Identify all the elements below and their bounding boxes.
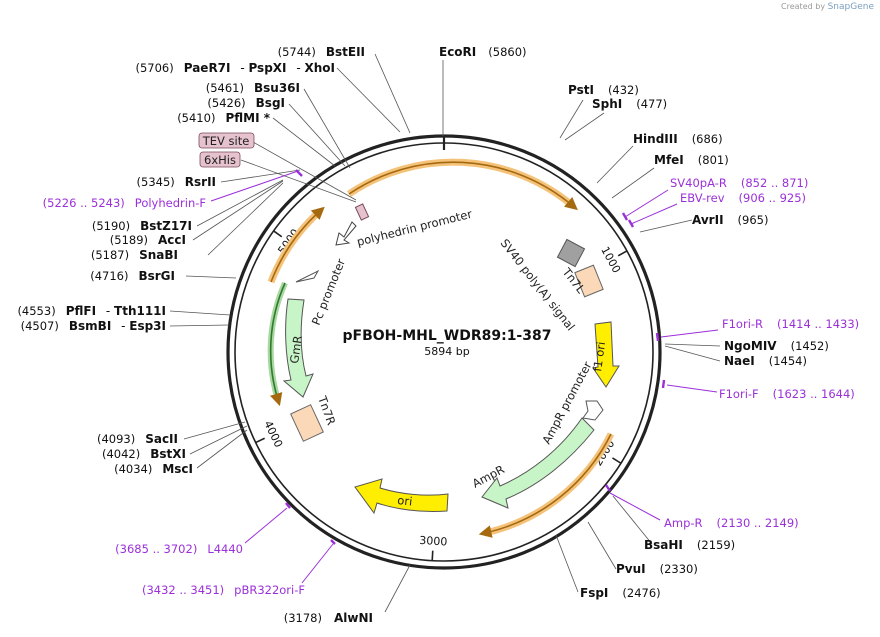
primer-sv40pa-r: SV40pA-R(852 .. 871): [670, 176, 808, 190]
primer-amp-r: Amp-R(2130 .. 2149): [664, 516, 799, 530]
tick-2000: [612, 457, 622, 464]
polyhedrin-promoter-label: polyhedrin promoter: [355, 207, 473, 249]
site-leader-lines: [169, 53, 721, 613]
site-avrii: AvrII(965): [692, 213, 768, 227]
ampr-promoter-arrow: [582, 400, 604, 421]
pc-promoter-marker: [295, 269, 320, 283]
tick-5000: [273, 230, 283, 238]
primer-f1ori-r: F1ori-R(1414 .. 1433): [722, 317, 859, 331]
tev-box-marker: [354, 203, 370, 221]
site-sacii: (4093)SacII: [97, 432, 178, 446]
primer-leader-lines: [210, 170, 719, 584]
gmr-label: GmR: [287, 335, 305, 365]
tick-3000: [431, 550, 434, 561]
site-bsmbi: (4507)BsmBI - Esp3I: [21, 319, 166, 333]
gmr-arrow: [282, 298, 314, 398]
site-bsu36i: (5461)Bsu36I: [206, 81, 300, 95]
primer-f1ori-f: F1ori-F(1623 .. 1644): [719, 387, 855, 401]
credit-prefix: Created by: [781, 2, 826, 11]
site-rsrii: (5345)RsrII: [137, 175, 216, 189]
site-naei: NaeI(1454): [724, 354, 807, 368]
plasmid-size: 5894 bp: [424, 345, 469, 358]
orf-gmr-line: [269, 282, 286, 407]
site-pflmi: (5410)PflMI *: [177, 111, 271, 125]
ampr-arrow: [481, 417, 595, 509]
site-bsteii: (5744)BstEII: [278, 45, 365, 59]
sv40-polya-box: [556, 238, 586, 268]
primer-l4440: (3685 .. 3702)L4440: [115, 542, 243, 556]
site-bsahi: BsaHI(2159): [644, 538, 735, 552]
snapgene-logo: SnapGene: [827, 2, 874, 12]
tn7l-box: [574, 264, 604, 298]
tick-1000: [617, 250, 628, 257]
site-mfei: MfeI(801): [654, 153, 729, 167]
f1-ori-arrow: [592, 321, 620, 388]
orf-bottom-right: [484, 432, 615, 537]
site-alwni: (3178)AlwNI: [284, 611, 373, 625]
site-hindiii: HindIII(686): [633, 132, 723, 146]
site-bstz17i: (5190)BstZ17I: [92, 219, 192, 233]
orf-left-line: [270, 206, 325, 283]
snapgene-credit: Created by SnapGene: [781, 2, 874, 12]
tev-site-label: TEV site: [202, 134, 250, 148]
tick-4000: [255, 437, 266, 444]
orf-bottom-right-line: [478, 433, 612, 538]
tick-label-1000: 1000: [598, 244, 623, 275]
site-pvui: PvuI(2330): [616, 562, 698, 576]
site-bstxi: (4042)BstXI: [102, 447, 186, 461]
polyhedrin-promoter-arrow: [335, 221, 357, 246]
tick-label-4000: 4000: [261, 419, 285, 450]
site-fspi: FspI(2476): [580, 586, 661, 600]
site-bsrgi: (4716)BsrGI: [90, 269, 175, 283]
tev-site-box: [198, 132, 255, 149]
ori-label: ori: [397, 493, 413, 508]
site-snabi: (5187)SnaBI: [91, 248, 178, 262]
primer-polyhedrin-f: (5226 .. 5243)Polyhedrin-F: [43, 196, 206, 210]
site-paer7i: (5706)PaeR7I - PspXI - XhoI: [135, 61, 335, 75]
primer-ebv-rev: EBV-rev(906 .. 925): [680, 191, 806, 205]
6xhis-box: [199, 151, 241, 168]
6xhis-label: 6xHis: [204, 153, 236, 167]
site-msci: (4034)MscI: [114, 462, 193, 476]
tn7r-box: [290, 404, 324, 442]
site-sphi: SphI(477): [592, 97, 667, 111]
site-ecori: EcoRI(5860): [439, 45, 527, 59]
orf-top-line: [348, 161, 578, 211]
plasmid-name: pFBOH-MHL_WDR89:1-387: [343, 328, 552, 344]
site-psti: PstI(432): [568, 83, 639, 97]
site-acci: (5189)AccI: [110, 233, 186, 247]
ori-arrow: [354, 478, 449, 515]
site-bsgi: (5426)BsgI: [207, 96, 285, 110]
pc-promoter-label: Pc promoter: [309, 256, 348, 327]
tick-label-3000: 3000: [419, 534, 448, 549]
site-ngomiv: NgoMIV(1452): [724, 339, 829, 353]
f1-ori-label: f1 ori: [590, 341, 608, 373]
primer-marks: [285, 169, 666, 545]
site-pflfi: (4553)PflFI - Tth111I: [17, 304, 166, 318]
primer-pbr322ori-f: (3432 .. 3451)pBR322ori-F: [142, 583, 305, 597]
